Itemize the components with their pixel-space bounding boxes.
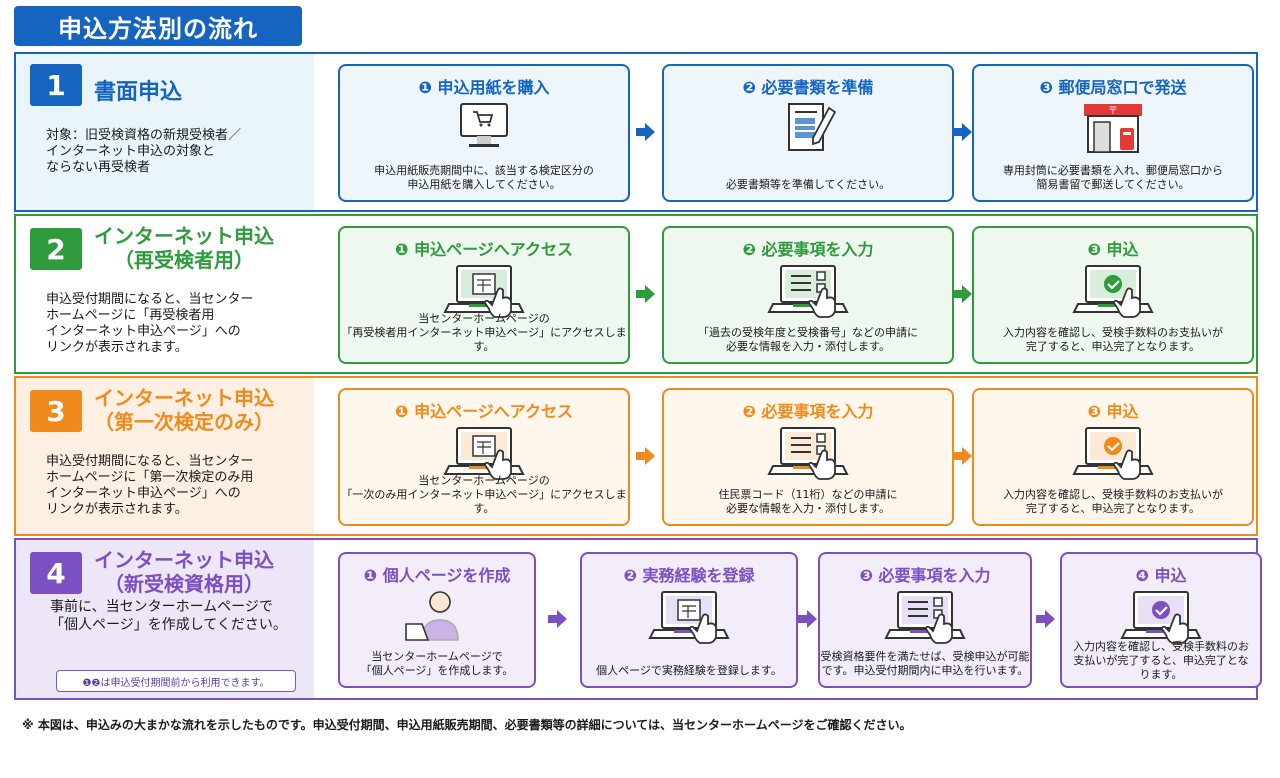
step-title: ❹ 申込 [1135,566,1187,585]
step-title: ❸ 郵便局窓口で発送 [1039,78,1187,97]
step-title: ❶ 申込ページへアクセス [395,240,573,259]
arrow-right-icon [636,284,656,304]
footnote: ※ 本図は、申込みの大まかな流れを示したものです。申込受付期間、申込用紙販売期間… [22,718,912,732]
step-title: ❷ 必要事項を入力 [742,240,874,259]
arrow-right-icon [636,122,656,142]
section-3-header: 3 インターネット申込 （第一次検定のみ） 申込受付期間になると、当センター ホーム… [16,378,314,534]
step-description: 専用封筒に必要書類を入れ、郵便局窓口から 簡易書留で郵送してください。 [1002,164,1224,191]
laptop-form-icon [767,427,849,480]
step-card: ❸ 申込 入力内容を確認し、受検手数料のお支払いが 完了すると、申込完了となりま… [972,388,1254,526]
step-number-badge: 2 [30,228,82,270]
laptop-check-icon [1072,427,1154,480]
arrow-right-icon [953,446,973,466]
section-2-header: 2 インターネット申込 （再受検者用） 申込受付期間になると、当センター ホームペー… [16,216,314,372]
step-card: ❸ 申込 入力内容を確認し、受検手数料のお支払いが 完了すると、申込完了となりま… [972,226,1254,364]
step-title: ❶ 個人ページを作成 [363,566,511,585]
arrow-right-icon [1036,609,1056,629]
page-title: 申込方法別の流れ [14,6,302,46]
step-card: ❹ 申込 入力内容を確認し、受検手数料のお 支払いが完了すると、申込完了とな り… [1060,552,1262,688]
step-title: ❶ 申込用紙を購入 [418,78,550,97]
laptop-form-icon [884,591,966,644]
step-card: ❸ 必要事項を入力 受検資格要件を満たせば、受検申込が可能 です。申込受付期間内… [818,552,1032,688]
step-card: ❷ 実務経験を登録 個人ページで実務経験を登録します。 [580,552,798,688]
section-description: 申込受付期間になると、当センター ホームページに「第一次検定のみ用 インターネッ… [46,454,254,517]
section-description: 事前に、当センターホームページで 「個人ページ」を作成してください。 [50,599,287,633]
person-laptop-icon [405,591,459,641]
arrow-right-icon [953,284,973,304]
step-title: ❷ 必要書類を準備 [742,78,874,97]
step-title: ❶ 申込ページへアクセス [395,402,573,421]
computer-cart-icon [460,103,508,147]
section-title: インターネット申込 （新受検資格用） [94,548,274,596]
step-card: ❶ 個人ページを作成 当センターホームページで 「個人ページ」を作成します。 [338,552,536,688]
step-description: 申込用紙販売期間中に、該当する検定区分の 申込用紙を購入してください。 [374,164,594,191]
step-description: 当センターホームページの 「再受検者用インターネット申込ページ」にアクセスします… [341,312,627,353]
arrow-right-icon [636,446,656,466]
section-1: 1 書面申込対象：旧受検資格の新規受検者／ インターネット申込の対象と ならない再… [14,52,1258,212]
step-description: 入力内容を確認し、受検手数料のお 支払いが完了すると、申込完了とな ります。 [1073,640,1249,681]
step-title: ❸ 必要事項を入力 [859,566,991,585]
step-card: ❷ 必要事項を入力 住民票コード（11桁）などの申請に 必要な情報を入力・添付し… [662,388,954,526]
section-description: 申込受付期間になると、当センター ホームページに「再受検者用 インターネット申込… [46,292,254,355]
step-title: ❷ 必要事項を入力 [742,402,874,421]
laptop-form-icon [767,265,849,318]
section-title: インターネット申込 （第一次検定のみ） [94,386,274,434]
svg-text:〒: 〒 [1108,106,1118,117]
step-number-badge: 1 [30,64,82,106]
section-2: 2 インターネット申込 （再受検者用） 申込受付期間になると、当センター ホームペー… [14,214,1258,374]
step-description: 入力内容を確認し、受検手数料のお支払いが 完了すると、申込完了となります。 [1003,488,1223,515]
section-1-header: 1 書面申込対象：旧受検資格の新規受検者／ インターネット申込の対象と ならない再… [16,54,314,210]
laptop-page-icon [443,265,525,318]
availability-note: ❶❷は申込受付期間前から利用できます。 [56,670,296,692]
step-description: 「過去の受検年度と受検番号」などの申請に 必要な情報を入力・添付します。 [698,326,918,353]
section-4: 4 インターネット申込 （新受検資格用）事前に、当センターホームページで 「個人ペ… [14,538,1262,700]
post-office-icon: 〒 [1084,104,1142,153]
document-pen-icon [788,103,837,151]
step-description: 入力内容を確認し、受検手数料のお支払いが 完了すると、申込完了となります。 [1003,326,1223,353]
step-number-badge: 3 [30,390,82,432]
step-card: ❷ 必要事項を入力 「過去の受検年度と受検番号」などの申請に 必要な情報を入力・… [662,226,954,364]
section-title: 書面申込 [94,80,183,105]
step-title: ❸ 申込 [1087,402,1139,421]
section-description: 対象：旧受検資格の新規受検者／ インターネット申込の対象と ならない再受検者 [46,128,242,175]
step-description: 受検資格要件を満たせば、受検申込が可能 です。申込受付期間内に申込を行います。 [820,650,1030,677]
step-description: 個人ページで実務経験を登録します。 [596,664,782,677]
step-card: ❶ 申込用紙を購入 申込用紙販売期間中に、該当する検定区分の 申込用紙を購入して… [338,64,630,202]
step-card: ❶ 申込ページへアクセス 当センターホームページの 「再受検者用インターネット申… [338,226,630,364]
step-card: ❶ 申込ページへアクセス 当センターホームページの 「一次のみ用インターネット申… [338,388,630,526]
laptop-page-icon [648,591,730,644]
section-title: インターネット申込 （再受検者用） [94,224,274,272]
laptop-check-icon [1120,591,1202,644]
section-3: 3 インターネット申込 （第一次検定のみ） 申込受付期間になると、当センター ホーム… [14,376,1258,536]
section-4-header: 4 インターネット申込 （新受検資格用）事前に、当センターホームページで 「個人ペ… [16,540,314,698]
arrow-right-icon [798,609,818,629]
laptop-check-icon [1072,265,1154,318]
arrow-right-icon [953,122,973,142]
step-description: 住民票コード（11桁）などの申請に 必要な情報を入力・添付します。 [718,488,898,515]
step-description: 当センターホームページで 「個人ページ」を作成します。 [360,650,514,677]
step-number-badge: 4 [30,552,82,594]
step-card: ❷ 必要書類を準備 必要書類等を準備してください。 [662,64,954,202]
step-title: ❸ 申込 [1087,240,1139,259]
step-description: 当センターホームページの 「一次のみ用インターネット申込ページ」にアクセスします… [341,474,627,515]
step-description: 必要書類等を準備してください。 [725,178,891,191]
laptop-page-icon [443,427,525,480]
step-card: ❸ 郵便局窓口で発送 〒 専用封筒に必要書類を入れ、郵便局窓口から 簡易書留で郵… [972,64,1254,202]
step-title: ❷ 実務経験を登録 [623,566,755,585]
arrow-right-icon [548,609,568,629]
